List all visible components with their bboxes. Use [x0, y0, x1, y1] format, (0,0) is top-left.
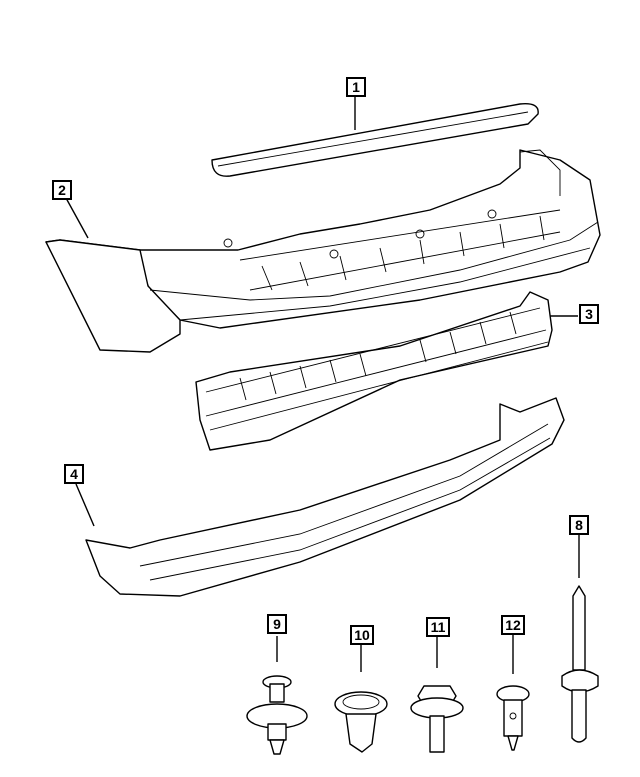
callout-10: 10	[350, 625, 374, 645]
part-8-rivet	[561, 585, 599, 743]
part-2-bumper-fascia	[45, 149, 601, 353]
part-4-lower-valance	[85, 397, 565, 597]
part-1-upper-trim-strip	[211, 103, 539, 177]
callout-9: 9	[267, 614, 287, 634]
part-10-retainer-clip	[334, 691, 388, 753]
callout-12: 12	[501, 615, 525, 635]
callout-3: 3	[579, 304, 599, 324]
part-9-push-pin	[246, 675, 308, 755]
part-11-hex-bolt	[410, 685, 464, 753]
callout-11: 11	[426, 617, 450, 637]
part-3-energy-absorber	[195, 291, 553, 451]
leader-lines	[65, 97, 580, 674]
callout-2: 2	[52, 180, 72, 200]
callout-4: 4	[64, 464, 84, 484]
callout-8: 8	[569, 515, 589, 535]
part-12-screw	[496, 685, 530, 751]
callout-1: 1	[346, 77, 366, 97]
